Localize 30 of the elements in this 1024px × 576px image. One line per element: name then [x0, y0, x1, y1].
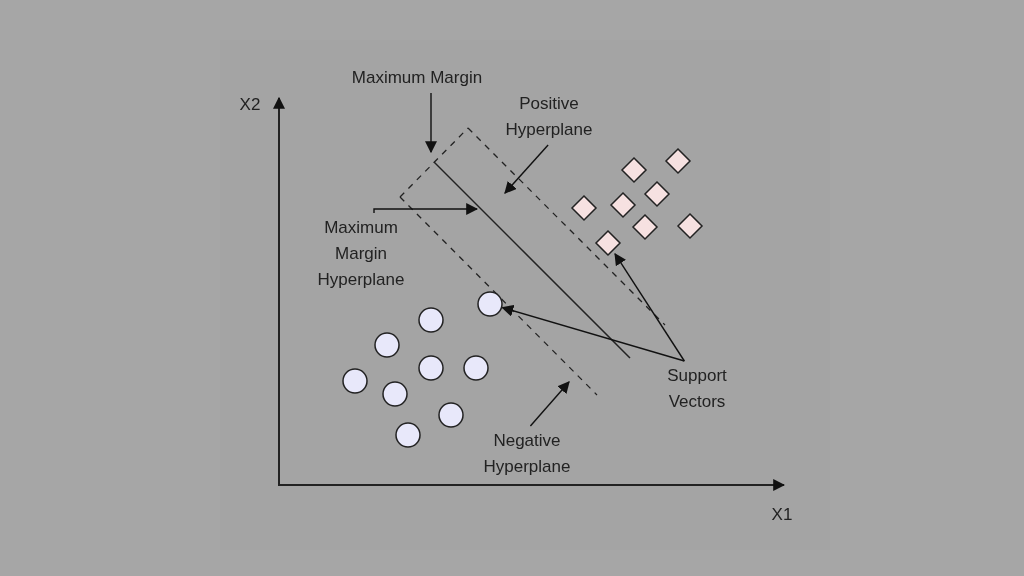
- arrow: [504, 144, 549, 194]
- diamond-data-point: [610, 192, 636, 218]
- diamond-data-point: [632, 214, 658, 240]
- diamond-data-point: [644, 181, 670, 207]
- arrow: [373, 203, 479, 215]
- circle-data-point: [463, 355, 489, 381]
- arrow: [425, 92, 437, 154]
- circle-data-point: [382, 381, 408, 407]
- circle-data-point: [418, 355, 444, 381]
- annotation-label: Negative Hyperplane: [472, 428, 582, 480]
- arrow: [614, 252, 686, 362]
- annotation-label: Support Vectors: [652, 363, 742, 415]
- arrow: [501, 304, 686, 362]
- diamond-data-point: [621, 157, 647, 183]
- circle-data-point: [395, 422, 421, 448]
- circle-data-point: [477, 291, 503, 317]
- circle-data-point: [374, 332, 400, 358]
- annotation-label: Positive Hyperplane: [499, 91, 599, 143]
- diamond-data-point: [665, 148, 691, 174]
- annotation-label: Maximum Margin Hyperplane: [311, 215, 411, 293]
- axis-label: X2: [239, 94, 261, 116]
- diamond-data-point: [595, 230, 621, 256]
- circle-data-point: [438, 402, 464, 428]
- circle-data-point: [418, 307, 444, 333]
- arrow: [529, 381, 570, 427]
- diamond-data-point: [677, 213, 703, 239]
- diamond-data-point: [571, 195, 597, 221]
- annotation-label: Maximum Margin: [347, 65, 487, 91]
- axis-label: X1: [771, 504, 793, 526]
- circle-data-point: [342, 368, 368, 394]
